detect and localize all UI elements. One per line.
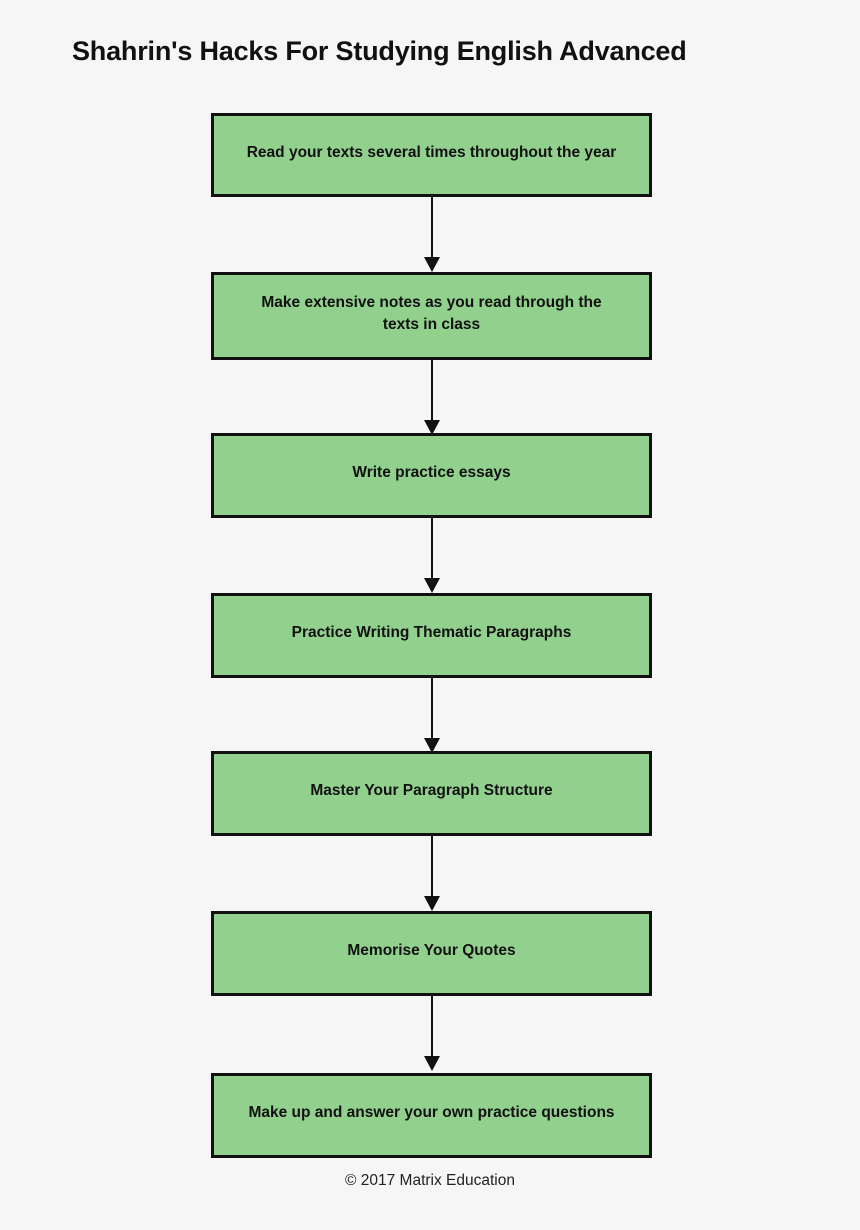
flow-connector-1-2 xyxy=(211,197,652,272)
arrow-line-icon xyxy=(430,996,433,1059)
flow-node-7-label: Make up and answer your own practice que… xyxy=(248,1104,615,1122)
arrow-line-icon xyxy=(430,678,433,741)
flowchart-container: Read your texts several times throughout… xyxy=(211,113,652,1158)
flow-node-5[interactable]: Master Your Paragraph Structure xyxy=(211,751,652,836)
arrow-line-icon xyxy=(430,836,433,899)
arrow-head-icon xyxy=(423,738,440,753)
arrow-head-icon xyxy=(423,578,440,593)
flow-node-2-label: Make extensive notes as you read through… xyxy=(261,293,602,333)
page-title: Shahrin's Hacks For Studying English Adv… xyxy=(72,36,687,66)
flow-connector-2-3 xyxy=(211,360,652,435)
copyright-credit: © 2017 Matrix Education xyxy=(345,1172,515,1189)
flow-node-4[interactable]: Practice Writing Thematic Paragraphs xyxy=(211,593,652,678)
arrow-line-icon xyxy=(430,197,433,260)
flow-connector-3-4 xyxy=(211,518,652,593)
flow-node-4-label: Practice Writing Thematic Paragraphs xyxy=(291,624,572,642)
arrow-head-icon xyxy=(423,420,440,435)
flow-connector-4-5 xyxy=(211,678,652,753)
arrow-line-icon xyxy=(430,518,433,581)
flow-node-1[interactable]: Read your texts several times throughout… xyxy=(211,113,652,197)
flow-node-6[interactable]: Memorise Your Quotes xyxy=(211,911,652,996)
arrow-head-icon xyxy=(423,257,440,272)
flow-connector-6-7 xyxy=(211,996,652,1073)
flow-node-1-label: Read your texts several times throughout… xyxy=(246,143,617,161)
flow-node-3[interactable]: Write practice essays xyxy=(211,433,652,518)
arrow-head-icon xyxy=(423,896,440,911)
flow-connector-5-6 xyxy=(211,836,652,911)
flow-node-3-label: Write practice essays xyxy=(352,464,511,482)
flow-node-6-label: Memorise Your Quotes xyxy=(347,942,516,960)
arrow-head-icon xyxy=(423,1056,440,1071)
flow-node-5-label: Master Your Paragraph Structure xyxy=(310,782,553,800)
arrow-line-icon xyxy=(430,360,433,423)
flow-node-7[interactable]: Make up and answer your own practice que… xyxy=(211,1073,652,1158)
flow-node-2[interactable]: Make extensive notes as you read through… xyxy=(211,272,652,360)
